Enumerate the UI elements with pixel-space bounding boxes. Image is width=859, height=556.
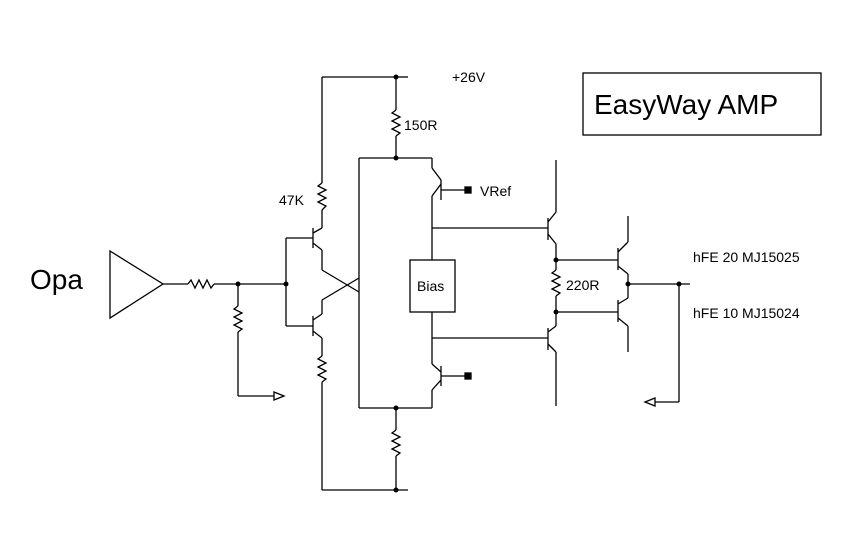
power-transistor-lower-label: hFE 10 MJ15024 [693, 305, 800, 321]
supply-rail [322, 74, 408, 80]
resistor-feedback [232, 284, 274, 397]
opamp-triangle [109, 249, 165, 320]
supply-voltage-label: +26V [452, 69, 486, 85]
lower-driver-transistor [431, 312, 472, 408]
resistor-lower-input [316, 355, 328, 490]
output-feedback-arrow [643, 397, 656, 407]
resistor-150r-label: 150R [404, 117, 437, 133]
power-transistor-lower [617, 284, 629, 352]
resistor-lower-rail [390, 408, 402, 490]
input-transistor-upper [286, 227, 323, 270]
opa-label: Opa [30, 264, 83, 295]
power-transistor-upper [617, 216, 629, 284]
resistor-47k [316, 182, 328, 228]
schematic-title: EasyWay AMP [594, 89, 778, 120]
title-box [582, 72, 822, 136]
resistor-input [187, 278, 215, 290]
resistor-150r [390, 77, 402, 158]
output-driver-lower [547, 312, 557, 406]
bias-label: Bias [417, 278, 444, 294]
resistor-47k-label: 47K [279, 192, 305, 208]
resistor-220r-label: 220R [566, 277, 599, 293]
feedback-arrow [273, 391, 286, 401]
vref-label: VRef [480, 183, 511, 199]
power-transistor-upper-label: hFE 20 MJ15025 [693, 249, 800, 265]
output-driver-upper [547, 160, 557, 260]
resistor-220r [550, 257, 562, 315]
input-transistor-lower [286, 300, 323, 356]
vref-transistor [431, 158, 472, 260]
